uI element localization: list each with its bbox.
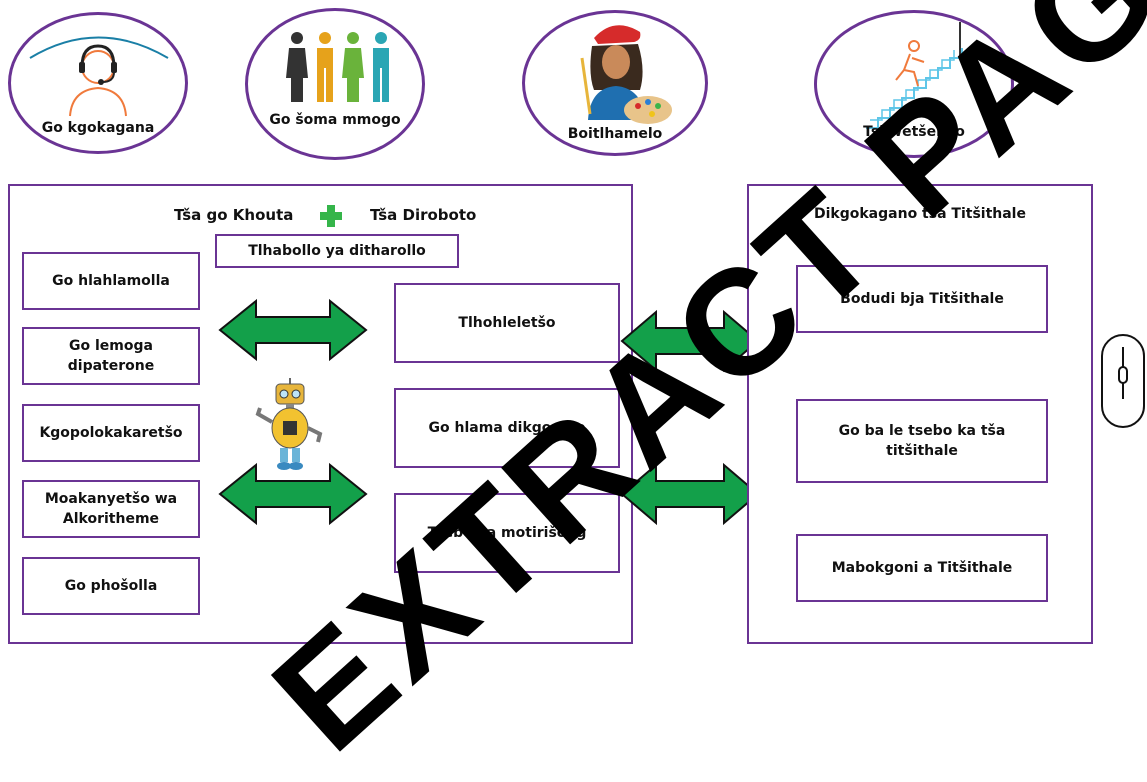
skill-box: Go phošolla — [22, 557, 200, 615]
ellipse-teamwork: Go šoma mmogo — [245, 8, 425, 160]
ellipse-perseverance: Tshwetšelelo — [814, 10, 1014, 158]
double-arrow-icon — [620, 462, 760, 526]
solution-development-box: Tlhabollo ya ditharollo — [215, 234, 459, 268]
ellipse-label: Boitlhamelo — [567, 126, 663, 142]
climbing-stairs-icon — [866, 22, 963, 129]
team-people-icon — [286, 32, 389, 102]
ellipse-creativity: Boitlhamelo — [522, 10, 708, 156]
digital-item-box: Mabokgoni a Titšithale — [796, 534, 1048, 602]
digital-connections-title: Dikgokagano tša Titšithale — [814, 206, 1026, 222]
digital-item-box: Bodudi bja Titšithale — [796, 265, 1048, 333]
center-box: Go hlama dikgopolo — [394, 388, 620, 468]
ellipse-label: Go šoma mmogo — [269, 112, 401, 128]
ellipse-label: Tshwetšelelo — [863, 124, 965, 140]
double-arrow-icon — [620, 309, 760, 373]
center-box: Tsebo ya motirišong — [394, 493, 620, 573]
skill-box: Moakanyetšo wa Alkoritheme — [22, 480, 200, 538]
skill-box: Kgopolokakaretšo — [22, 404, 200, 462]
robot-icon — [255, 378, 323, 470]
skill-box: Go lemoga dipaterone — [22, 327, 200, 385]
coding-title: Tša go Khouta — [174, 206, 294, 224]
artist-palette-icon — [580, 25, 672, 124]
ellipse-communication: Go kgokagana — [8, 12, 188, 154]
mouse-scroll-icon — [1101, 334, 1145, 428]
double-arrow-icon — [218, 298, 368, 362]
double-arrow-icon — [218, 462, 368, 526]
digital-item-box: Go ba le tsebo ka tša titšithale — [796, 399, 1048, 483]
robotics-title: Tša Diroboto — [370, 206, 477, 224]
plus-icon — [320, 205, 342, 227]
skill-box: Go hlahlamolla — [22, 252, 200, 310]
center-box: Tlhohleletšo — [394, 283, 620, 363]
headset-person-icon — [29, 36, 169, 117]
ellipse-label: Go kgokagana — [41, 120, 155, 136]
